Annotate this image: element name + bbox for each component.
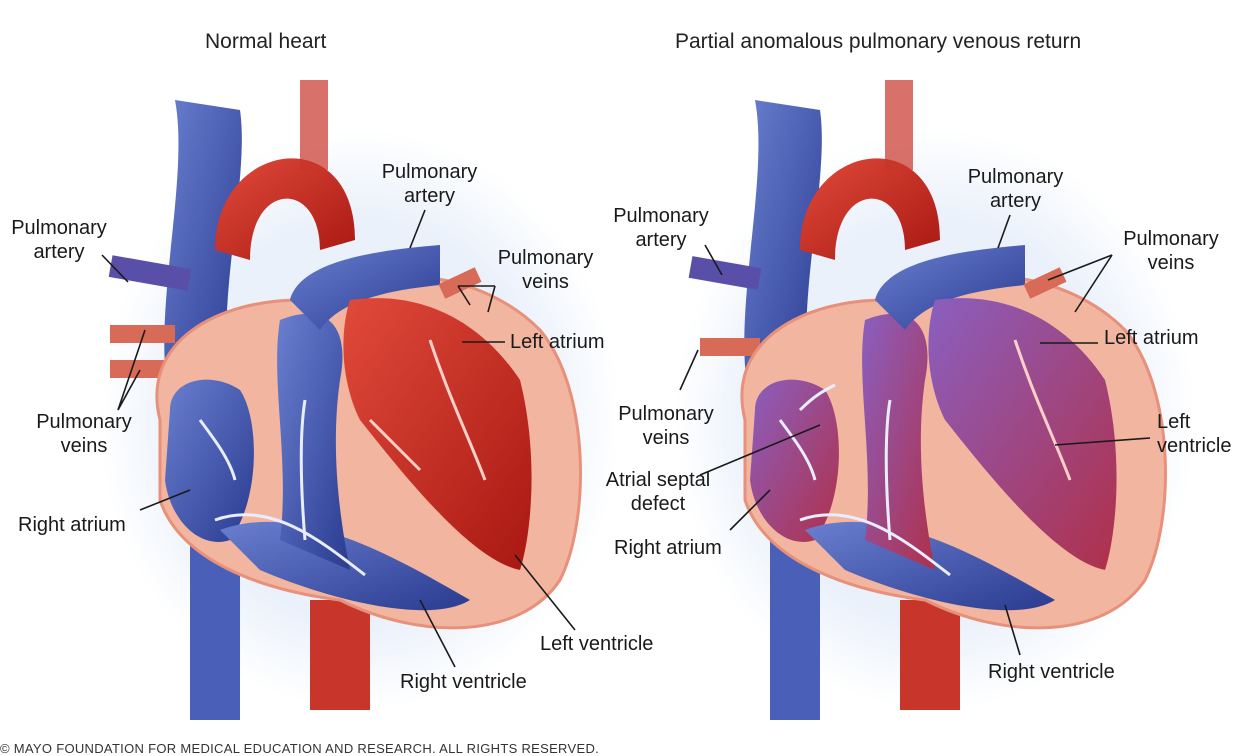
label-normal-pulmonary-artery-side: Pulmonary artery: [11, 217, 107, 263]
label-papvr-pulmonary-veins-left: Pulmonary veins: [618, 403, 714, 449]
label-normal-pulmonary-artery-top: Pulmonary artery: [381, 161, 478, 207]
label-normal-pulmonary-veins-right: Pulmonary veins: [497, 247, 594, 293]
label-normal-left-ventricle: Left ventricle: [540, 633, 654, 655]
label-papvr-left-ventricle: Left ventricle: [1157, 411, 1232, 457]
label-papvr-pulmonary-artery-side: Pulmonary artery: [613, 205, 709, 251]
label-papvr-left-atrium: Left atrium: [1104, 327, 1199, 349]
label-papvr-atrial-septal-defect: Atrial septal defect: [605, 469, 711, 515]
normal-heart-drawing: [100, 80, 620, 720]
label-normal-right-ventricle: Right ventricle: [400, 671, 527, 693]
label-normal-pulmonary-veins-left: Pulmonary veins: [36, 411, 132, 457]
label-papvr-right-ventricle: Right ventricle: [988, 661, 1115, 683]
title-papvr: Partial anomalous pulmonary venous retur…: [675, 30, 1082, 53]
label-normal-left-atrium: Left atrium: [510, 331, 605, 353]
label-papvr-right-atrium: Right atrium: [614, 537, 722, 559]
label-papvr-pulmonary-veins-right: Pulmonary veins: [1123, 228, 1219, 274]
leader-lines-right: [679, 214, 1151, 656]
label-normal-right-atrium: Right atrium: [18, 514, 126, 536]
copyright-notice: © MAYO FOUNDATION FOR MEDICAL EDUCATION …: [0, 741, 600, 756]
leader-lines-left: [101, 209, 576, 668]
title-normal-heart: Normal heart: [205, 30, 327, 53]
papvr-heart-drawing: [675, 80, 1195, 720]
label-papvr-pulmonary-artery-top: Pulmonary artery: [967, 166, 1064, 212]
